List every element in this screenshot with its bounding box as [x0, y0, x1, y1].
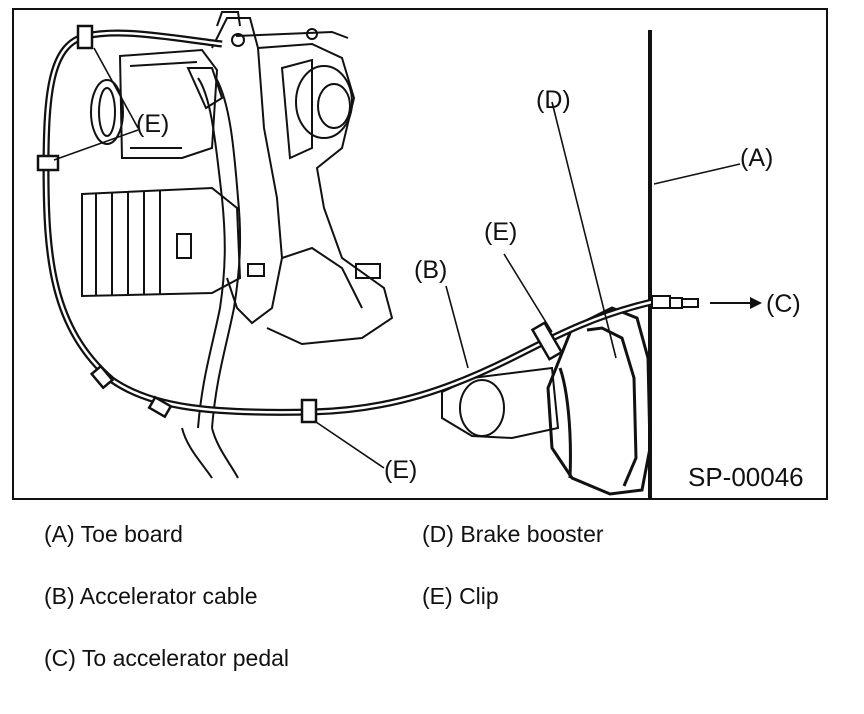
legend-text: Accelerator cable — [79, 583, 258, 609]
clip-bottom — [300, 398, 318, 424]
brake-booster — [441, 306, 652, 496]
cable-end-fitting — [651, 295, 699, 309]
legend-item-d: (D) Brake booster — [422, 520, 604, 548]
legend-item-c: (C) To accelerator pedal — [44, 644, 289, 672]
diagram-figure: (A) (B) (C) (D) (E) (E) (E) SP-00046 — [12, 8, 828, 500]
legend-item-e: (E) Clip — [422, 582, 499, 610]
legend-key: (A) — [44, 521, 75, 547]
callout-b: (B) — [414, 256, 447, 284]
legend-item-a: (A) Toe board — [44, 520, 183, 548]
callout-a: (A) — [740, 144, 773, 172]
arrow-head — [750, 297, 762, 309]
figure-code: SP-00046 — [688, 462, 804, 492]
legend-text: Clip — [459, 583, 499, 609]
legend-item-b: (B) Accelerator cable — [44, 582, 258, 610]
callout-e-lower: (E) — [384, 456, 417, 484]
legend-text: Brake booster — [460, 521, 604, 547]
legend-key: (B) — [44, 583, 75, 609]
legend-key: (D) — [422, 521, 454, 547]
callout-c: (C) — [766, 290, 801, 318]
figure-frame — [12, 8, 828, 500]
engine-assembly — [81, 11, 394, 479]
legend-key: (C) — [44, 645, 76, 671]
clip-top — [76, 24, 94, 50]
leader-lines — [53, 47, 741, 469]
legend-text: To accelerator pedal — [81, 645, 290, 671]
clip-booster — [530, 321, 564, 361]
clip-left — [36, 154, 60, 172]
callout-e-upper: (E) — [136, 110, 169, 138]
legend-text: Toe board — [80, 521, 183, 547]
clips — [36, 24, 564, 424]
legend-key: (E) — [422, 583, 453, 609]
callout-d: (D) — [536, 86, 571, 114]
callout-e-booster: (E) — [484, 218, 517, 246]
